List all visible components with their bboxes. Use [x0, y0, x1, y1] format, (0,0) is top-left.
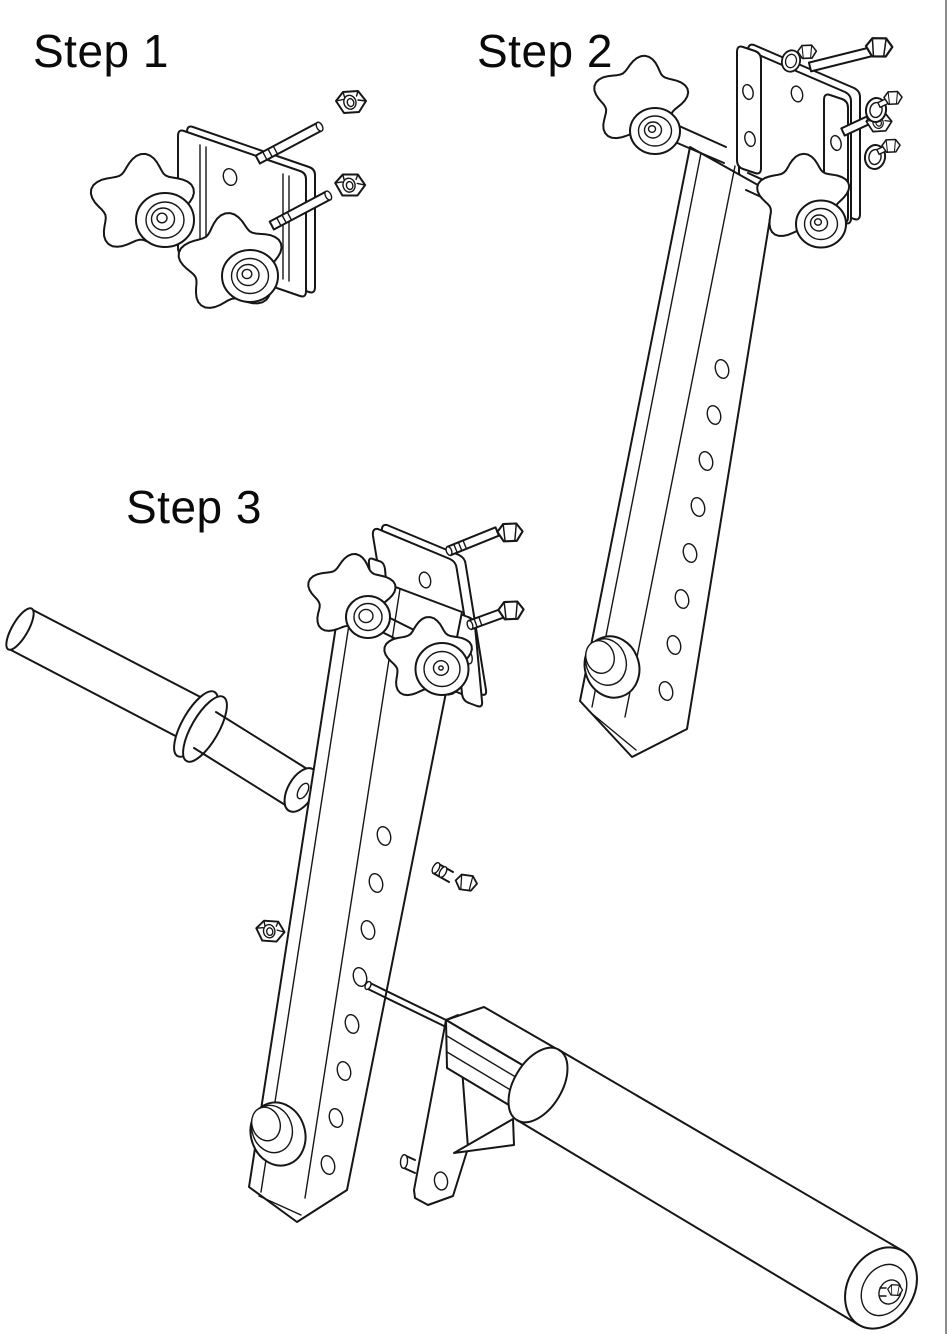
bolt [445, 522, 524, 557]
hex-nut [333, 171, 367, 199]
page-edge-line [945, 0, 947, 1334]
plate-rail [736, 45, 762, 175]
adjustment-holes [320, 825, 392, 1176]
weight-sleeve [5, 607, 319, 813]
adjustment-holes [658, 358, 730, 702]
detent-pin-bolt [431, 862, 480, 893]
clamp-knob [177, 212, 283, 309]
support-arm [248, 567, 463, 1223]
step-3-label: Step 3 [126, 481, 262, 533]
roller [507, 1046, 918, 1330]
arm-boss [249, 1101, 307, 1167]
step-3-drawing [5, 522, 918, 1330]
bolt [466, 600, 525, 631]
bolt-with-washer [862, 138, 901, 172]
step-1-drawing [89, 90, 367, 309]
threaded-stud [268, 190, 333, 231]
clamp-knob [383, 616, 473, 697]
gusset [453, 1118, 515, 1154]
pin-rod [364, 980, 447, 1027]
plate-hole [222, 167, 238, 187]
step-1-label: Step 1 [33, 25, 169, 77]
clamp-knob [593, 54, 690, 155]
clamp-knob [756, 152, 851, 249]
support-arm [579, 146, 775, 758]
stud-and-nut [840, 112, 893, 137]
hex-nut [253, 917, 287, 945]
long-bolt [778, 36, 894, 75]
threaded-stud [254, 121, 324, 165]
arm-boss [583, 635, 641, 699]
clamp-knob [307, 553, 397, 639]
small-bolt-head [796, 44, 818, 60]
step-2-label: Step 2 [477, 25, 613, 77]
bolt-with-washer [863, 90, 903, 125]
bracket-plate [177, 125, 316, 298]
step-2-drawing [579, 36, 903, 758]
hex-nut [335, 90, 367, 114]
clamp-knob [89, 152, 195, 248]
roller-foot [399, 1006, 918, 1330]
